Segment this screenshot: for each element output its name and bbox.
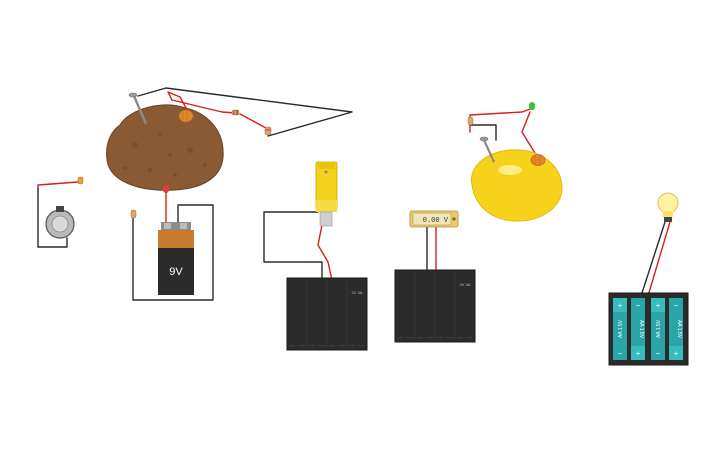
- light-bulb[interactable]: [640, 192, 679, 297]
- battery-9v-top: [158, 230, 194, 248]
- resistor-icon: [467, 116, 474, 126]
- aa-cell-2: − +: [631, 298, 645, 360]
- solar-pack-center[interactable]: 2V 3A: [286, 277, 368, 351]
- dc-motor-icon: [45, 206, 75, 239]
- multimeter-reading: 0.00 V: [423, 217, 449, 225]
- lemon-battery[interactable]: [467, 102, 563, 222]
- potato-icon: [106, 104, 224, 191]
- svg-text:−: −: [618, 349, 623, 358]
- svg-text:+: +: [618, 301, 623, 310]
- battery-pack-aa[interactable]: + − − + + − − + AA 1.5V AA 1.5V AA 1.5V …: [608, 292, 689, 366]
- svg-text:+: +: [674, 349, 679, 358]
- gear-motor-icon: [315, 161, 338, 227]
- aa-cell-1: + −: [613, 298, 627, 360]
- aa-cell-2-label: AA 1.5V: [638, 320, 644, 339]
- resistor-icon: [77, 176, 84, 185]
- gear-motor[interactable]: [263, 161, 338, 281]
- solar-pack-center-label: 2V 3A: [352, 290, 363, 295]
- aa-cell-4: − +: [669, 298, 683, 360]
- solar-pack-right[interactable]: 2V 3A: [394, 269, 476, 343]
- battery-9v-circuit[interactable]: 9V: [130, 185, 214, 301]
- resistor-icon[interactable]: [264, 126, 272, 136]
- resistor-icon[interactable]: [231, 109, 240, 116]
- led-red-icon: [163, 185, 169, 193]
- potato-texture: [123, 133, 207, 177]
- copper-coin-icon: [178, 109, 194, 123]
- potato-battery[interactable]: [106, 92, 224, 191]
- battery-9v-label: 9V: [169, 266, 183, 278]
- aa-cell-3-label: AA 1.5V: [656, 319, 662, 338]
- battery-9v-terminals: [161, 222, 191, 230]
- nail-electrode-icon: [479, 136, 496, 163]
- potato-wires[interactable]: [137, 87, 353, 137]
- aa-cell-3: + −: [651, 298, 665, 360]
- svg-text:+: +: [636, 349, 641, 358]
- multimeter-display: [412, 212, 452, 226]
- svg-text:−: −: [636, 301, 641, 310]
- lemon-icon: [470, 149, 563, 222]
- multimeter[interactable]: 0.00 V: [409, 210, 459, 273]
- copper-coin-icon: [530, 154, 546, 166]
- nail-electrode-icon: [128, 92, 148, 125]
- solar-pack-right-label: 2V 3A: [460, 282, 471, 287]
- svg-text:+: +: [656, 301, 661, 310]
- aa-cell-1-label: AA 1.5V: [618, 319, 624, 338]
- dc-motor[interactable]: [37, 176, 84, 248]
- light-bulb-icon: [657, 192, 679, 222]
- svg-text:−: −: [656, 349, 661, 358]
- led-green-icon: [529, 102, 535, 110]
- battery-9v-body: [158, 248, 194, 295]
- svg-text:−: −: [674, 301, 679, 310]
- aa-cell-4-label: AA 1.5V: [676, 320, 682, 339]
- resistor-icon: [130, 209, 137, 219]
